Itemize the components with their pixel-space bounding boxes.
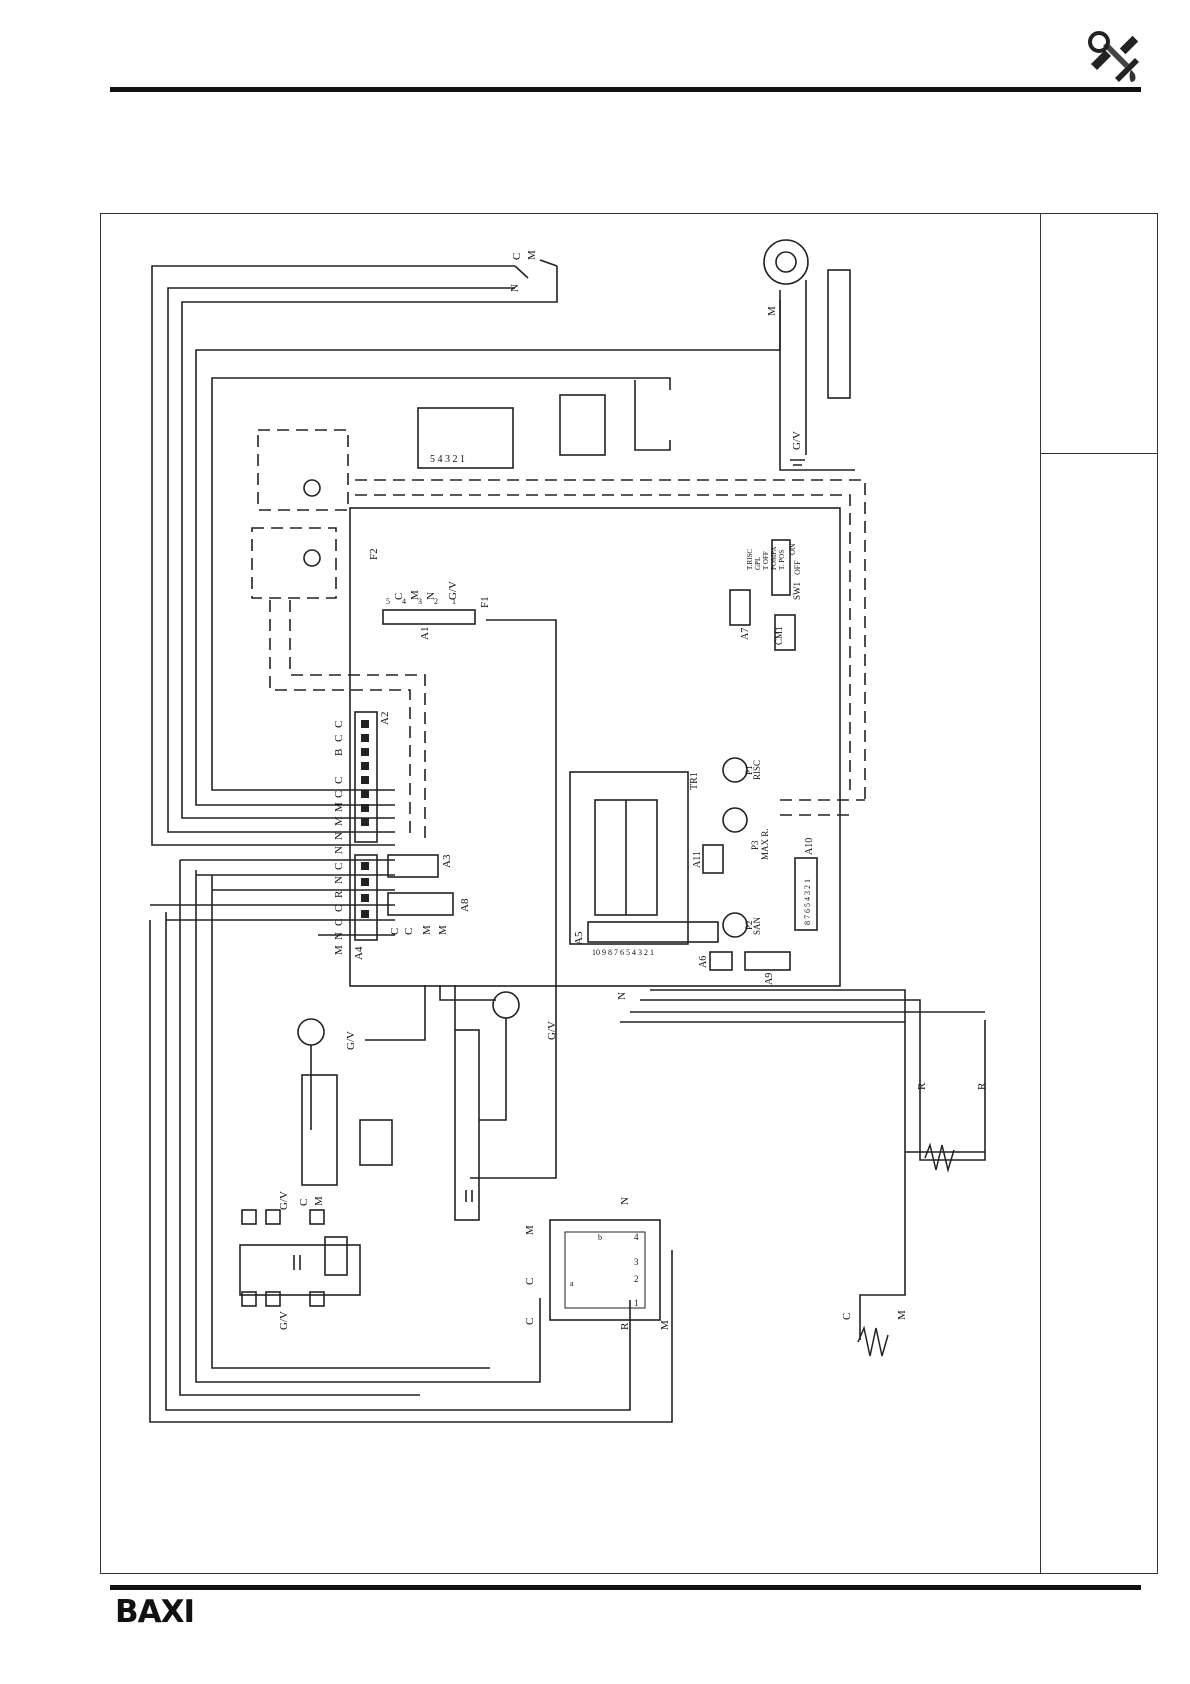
pot-p2-label: SAN — [752, 916, 762, 935]
a4-letter: M — [333, 945, 345, 955]
diverter-pin: 4 — [634, 1232, 639, 1242]
fuse-f1-label: F1 — [479, 596, 491, 608]
connector-a3-label: A3 — [441, 854, 453, 868]
terminal-gv2-label: G/V — [278, 1311, 290, 1330]
a1-pin: 5 — [386, 597, 390, 606]
cm1-label: CM1 — [774, 626, 784, 645]
a4-letter: C — [333, 919, 345, 926]
diverter-c2-label: C — [524, 1318, 536, 1325]
side-column-separator — [1040, 453, 1158, 454]
top-switch-n-label: N — [509, 284, 521, 292]
diverter-pin: b — [598, 1233, 602, 1242]
sw1-row-2: GPL — [754, 557, 762, 570]
side-column-divider — [1040, 213, 1041, 1574]
sw1-row-5: T. POS — [778, 550, 786, 570]
pump-gv-label: G/V — [345, 1031, 357, 1050]
connector-a11-label: A11 — [692, 851, 703, 868]
a1-wire-m: M — [409, 590, 421, 600]
a2-letter: C — [333, 777, 345, 784]
diverter-pin: 3 — [634, 1257, 639, 1267]
diverter-m-label: M — [524, 1225, 536, 1235]
diagram-frame — [100, 213, 1158, 1574]
a2-letter: C — [333, 721, 345, 728]
pot-p3-id: P3 — [750, 840, 760, 850]
connector-a2-label: A2 — [379, 712, 391, 725]
connector-a6-label: A6 — [698, 956, 709, 968]
footer-rule — [110, 1585, 1141, 1590]
header-rule — [110, 87, 1141, 92]
sw1-off-label: OFF — [793, 560, 802, 575]
diverter-n-label: N — [619, 1197, 631, 1205]
connector-a9-label: A9 — [764, 973, 775, 985]
a2-letter: M — [333, 802, 345, 812]
a1-wire-n: N — [425, 592, 437, 600]
sw1-row-4: POMPA — [770, 547, 778, 570]
a4-letter: N — [333, 932, 345, 940]
fan-m-label: M — [766, 306, 778, 316]
pot-p1-id: P1 — [744, 765, 754, 775]
diverter-m2-label: M — [659, 1320, 671, 1330]
fuse-f2-label: F2 — [368, 548, 380, 560]
a10-pins: 8 7 6 5 4 3 2 1 — [803, 879, 812, 925]
gas-valve-pins: 5 4 3 2 1 — [430, 454, 465, 465]
ntc-c-label: C — [841, 1313, 853, 1320]
connector-a1-label: A1 — [419, 627, 431, 640]
connector-a10-label: A10 — [804, 838, 815, 855]
sensor-r1-label: R — [916, 1082, 928, 1090]
terminal-gv1-label: G/V — [278, 1191, 290, 1210]
a2-letter: M — [333, 816, 345, 826]
terminal-c-label: C — [298, 1199, 310, 1206]
diverter-pin: 1 — [634, 1298, 639, 1308]
a1-pin: 3 — [418, 597, 422, 606]
a1-pin: 1 — [452, 597, 456, 606]
pot-p2-id: P2 — [744, 920, 754, 930]
a2-letter: C — [333, 863, 345, 870]
a1-pin: 4 — [402, 597, 406, 606]
top-switch-m-label: M — [526, 250, 538, 260]
a2-letter: N — [333, 832, 345, 840]
diverter-c-label: C — [524, 1278, 536, 1285]
sensor-r2-label: R — [976, 1082, 988, 1090]
a4-letter: C — [333, 905, 345, 912]
pot-p1-label: RISC — [752, 760, 762, 780]
pot-p3-label: MAX R. — [760, 828, 770, 860]
diverter-r-label: R — [619, 1322, 631, 1330]
a1-pin: 2 — [434, 597, 438, 606]
a8-letter: C — [389, 928, 401, 935]
a2-letter: N — [333, 846, 345, 854]
fan-earth-label: G/V — [791, 431, 803, 450]
tools-icon — [1088, 31, 1139, 82]
diverter-pin: 2 — [634, 1274, 639, 1284]
a4-letter: N — [333, 876, 345, 884]
connector-a8-label: A8 — [459, 898, 471, 912]
top-switch-c-label: C — [511, 253, 523, 260]
sw1-row-3: T OFF — [762, 551, 770, 570]
a8-letter: M — [437, 925, 449, 935]
ntc-m-label: M — [896, 1310, 908, 1320]
sw1-label: SW1 — [792, 582, 802, 600]
sw1-row-1: T.RISC — [746, 549, 754, 570]
a5-pins: 10 9 8 7 6 5 4 3 2 1 — [592, 948, 654, 957]
transformer-label: TR1 — [689, 772, 700, 790]
a1-wire-gv: G/V — [447, 581, 459, 600]
a8-letter: M — [421, 925, 433, 935]
wire-n-label: N — [616, 992, 628, 1000]
terminal-m-label: M — [313, 1196, 325, 1206]
a4-letter: R — [333, 890, 345, 898]
connector-a7-label: A7 — [740, 628, 751, 640]
a2-letter: C — [333, 735, 345, 742]
baxi-logo: BAXI — [115, 1594, 195, 1630]
connector-a4-label: A4 — [353, 946, 365, 960]
wire-gv-label: G/V — [546, 1021, 558, 1040]
connector-a5-label: A5 — [573, 931, 585, 945]
diverter-pin: a — [570, 1279, 574, 1288]
a2-letter: B — [333, 749, 345, 756]
a1-wire-c: C — [393, 593, 405, 600]
sw1-on-label: ON — [788, 543, 797, 555]
wiring-diagram: C M N M G/V 5 4 3 2 1 F2 F1 A1 C M N G/V… — [149, 239, 988, 1423]
a8-letter: C — [403, 928, 415, 935]
a2-letter: C — [333, 791, 345, 798]
